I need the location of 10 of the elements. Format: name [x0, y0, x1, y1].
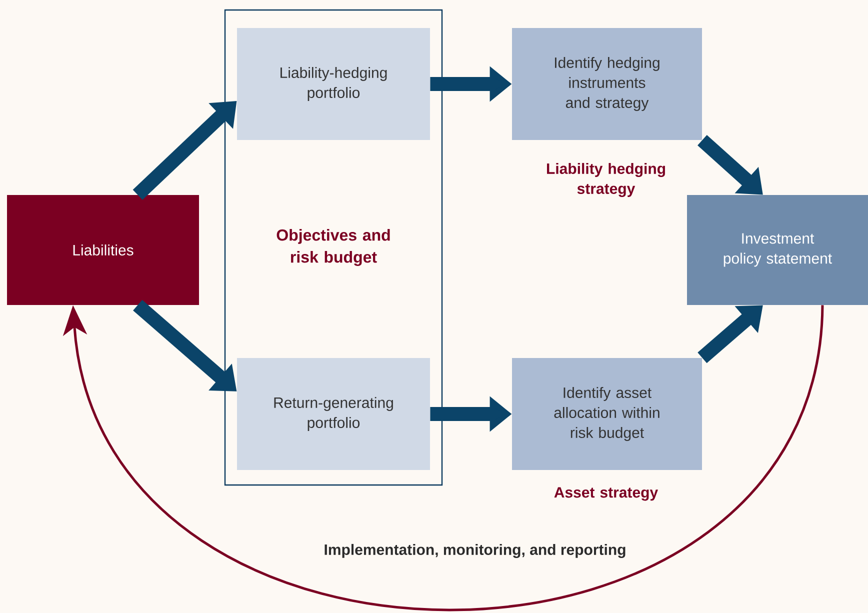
portfolio-box: Liability-hedging portfolio [237, 28, 430, 140]
policy-box: Investment policy statement [687, 195, 868, 305]
caption-text: Asset strategy [554, 487, 658, 501]
arrow [62, 304, 824, 611]
strategy-box: Identify asset allocation within risk budget [512, 358, 702, 470]
strategy-box: Identify hedging instruments and strategy [512, 28, 702, 140]
caption-text: Liability hedging strategy [547, 162, 665, 198]
portfolio-box: Return-generating portfolio [237, 358, 430, 470]
edge-label: Implementation, monitoring, and reporting [322, 542, 628, 560]
liabilities-box: Liabilities [7, 195, 199, 305]
